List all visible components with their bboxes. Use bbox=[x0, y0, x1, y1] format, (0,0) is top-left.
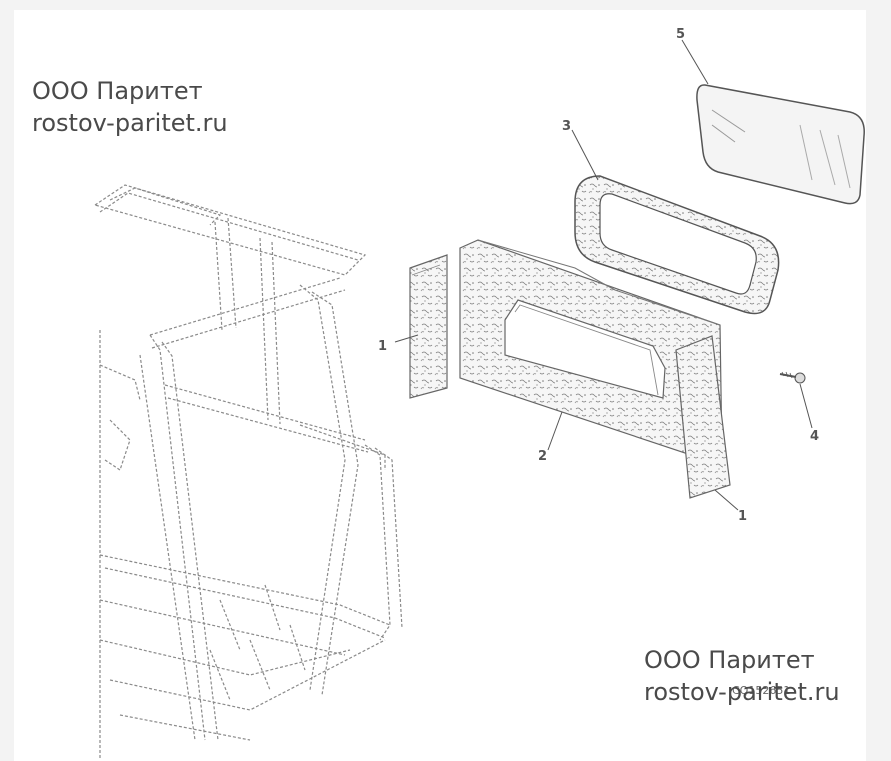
seal-strip-left bbox=[409, 254, 448, 399]
callout-4: 4 bbox=[810, 429, 819, 444]
watermark-bottom: ООО Паритет rostov-paritet.ru bbox=[644, 644, 840, 708]
callout-1-right: 1 bbox=[738, 509, 747, 524]
glass-pane bbox=[696, 84, 865, 205]
drawing-code: CQ152651 bbox=[732, 684, 790, 697]
callout-2: 2 bbox=[538, 449, 547, 464]
seal-strip-right bbox=[675, 335, 731, 499]
fastener-screw bbox=[779, 371, 806, 384]
watermark-company: ООО Паритет bbox=[32, 77, 203, 105]
cab-frame bbox=[93, 184, 403, 760]
watermark-url: rostov-paritet.ru bbox=[644, 678, 840, 706]
watermark-url: rostov-paritet.ru bbox=[32, 109, 228, 137]
watermark-top: ООО Паритет rostov-paritet.ru bbox=[32, 75, 228, 139]
leader-lines bbox=[394, 39, 813, 511]
callout-3: 3 bbox=[562, 119, 571, 134]
watermark-company: ООО Паритет bbox=[644, 646, 815, 674]
callout-5: 5 bbox=[676, 27, 685, 42]
window-gasket bbox=[574, 175, 780, 315]
callout-1-left: 1 bbox=[378, 339, 387, 354]
